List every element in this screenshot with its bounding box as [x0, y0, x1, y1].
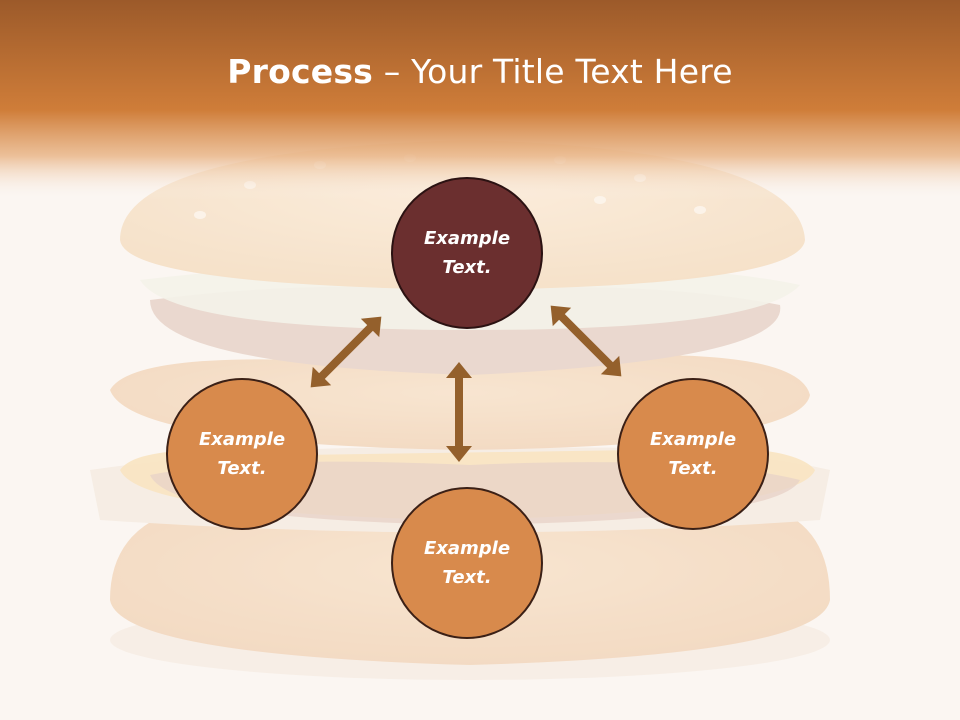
- node-left: Example Text.: [166, 378, 318, 530]
- title-bold: Process: [227, 52, 374, 91]
- node-label-line2: Text.: [442, 567, 492, 588]
- node-label-line2: Text.: [668, 458, 718, 479]
- node-label-line1: Example: [198, 429, 286, 450]
- node-label-line1: Example: [423, 228, 511, 249]
- arrow-center-right: [550, 305, 622, 377]
- title-rest: – Your Title Text Here: [373, 52, 733, 91]
- node-label-line2: Text.: [217, 458, 267, 479]
- node-label-line1: Example: [649, 429, 737, 450]
- node-right: Example Text.: [617, 378, 769, 530]
- node-bottom-center: Example Text.: [391, 487, 543, 639]
- arrow-center-left: [310, 316, 382, 388]
- node-top-center: Example Text.: [391, 177, 543, 329]
- node-label-line2: Text.: [442, 257, 492, 278]
- node-label-line1: Example: [423, 538, 511, 559]
- arrow-center-bottom: [446, 362, 472, 462]
- slide-title: Process – Your Title Text Here: [0, 52, 960, 91]
